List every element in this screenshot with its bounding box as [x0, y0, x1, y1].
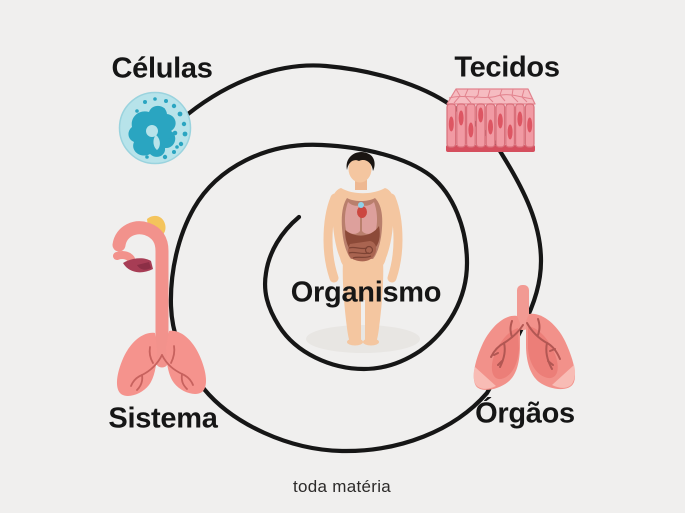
floor-shadow	[306, 325, 420, 353]
label-tecidos: Tecidos	[454, 51, 560, 84]
label-sistema: Sistema	[108, 402, 218, 435]
bronchial-branches	[130, 345, 194, 391]
cell-granules	[135, 97, 188, 160]
head	[348, 155, 372, 183]
tissue-top-pattern	[448, 88, 534, 104]
respiratory-system-illustration	[112, 215, 207, 396]
cell-illustration	[118, 91, 192, 165]
lungs-illustration	[473, 285, 576, 390]
internal-organs	[341, 198, 383, 262]
bronchial-branches	[490, 318, 561, 370]
human-body-illustration	[306, 151, 420, 353]
tissue-illustration	[446, 88, 536, 152]
hair	[346, 151, 375, 171]
label-celulas: Células	[111, 52, 213, 85]
label-orgaos: Órgãos	[475, 397, 575, 430]
tissue-nuclei	[448, 107, 533, 140]
brand-logo: toda matéria	[292, 477, 392, 496]
label-organismo: Organismo	[290, 276, 442, 309]
